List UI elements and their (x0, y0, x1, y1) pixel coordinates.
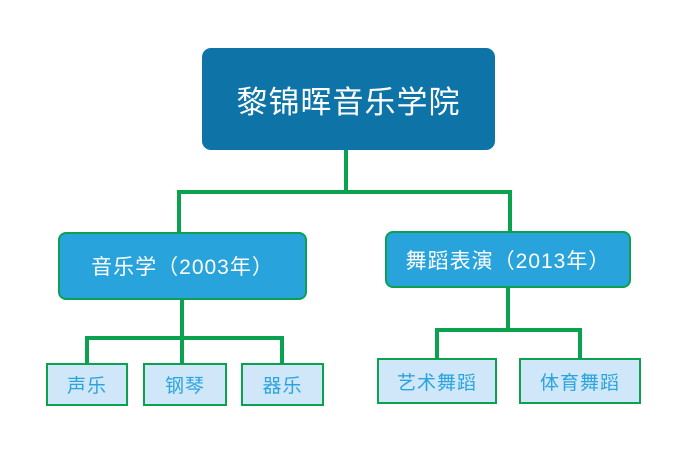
connector-music-vertical (180, 300, 184, 363)
root-node-music-college: 黎锦晖音乐学院 (202, 48, 495, 150)
leaf-node-vocal-music: 声乐 (46, 363, 128, 406)
leaf-node-instrumental-music: 器乐 (241, 363, 324, 406)
branch-node-dance-performance: 舞蹈表演（2013年） (385, 231, 631, 288)
connector-root-vertical (344, 150, 348, 194)
connector-vocal-drop (85, 336, 89, 363)
connector-level2-right-drop (508, 190, 512, 231)
connector-instrumental-drop (280, 336, 284, 363)
leaf-node-sports-dance: 体育舞蹈 (519, 358, 641, 404)
connector-dance-vertical (506, 288, 510, 332)
connector-sports-dance-drop (578, 328, 582, 358)
connector-level2-horizontal (177, 190, 512, 194)
connector-level2-left-drop (177, 190, 181, 232)
leaf-node-art-dance: 艺术舞蹈 (377, 358, 497, 404)
connector-music-horizontal (85, 336, 284, 340)
branch-node-musicology: 音乐学（2003年） (58, 232, 307, 300)
leaf-node-piano: 钢琴 (143, 363, 227, 406)
connector-art-dance-drop (435, 328, 439, 358)
connector-dance-horizontal (435, 328, 582, 332)
